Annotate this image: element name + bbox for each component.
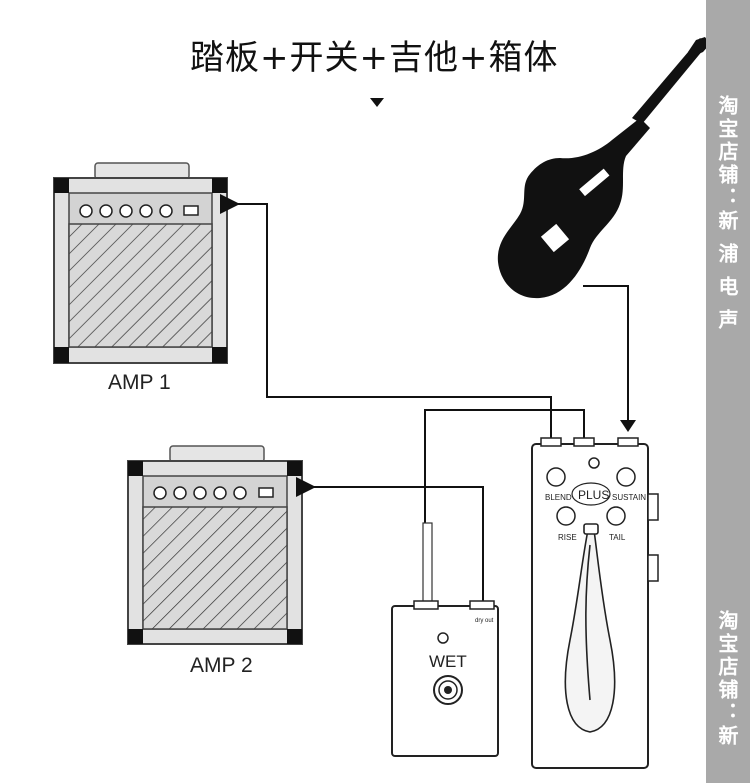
wet-label: WET (429, 652, 467, 671)
wet-switch: dry out WET (391, 522, 499, 757)
knob-label-blend: BLEND (545, 493, 572, 502)
amp-2: AMP 2 (127, 445, 303, 677)
amp-2-label: AMP 2 (190, 654, 253, 677)
cables (220, 194, 629, 608)
amp-1: AMP 1 (53, 162, 228, 394)
pedal-knobs[interactable] (546, 467, 636, 526)
dry-out-label: dry out (475, 618, 494, 624)
watermark-bar: 淘宝店铺：新 浦 电 声 淘宝店铺：新 (706, 0, 750, 783)
expression-treadle[interactable] (564, 523, 616, 733)
down-triangle-icon (370, 98, 384, 107)
knob-label-rise: RISE (558, 533, 577, 542)
watermark-bottom: 淘宝店铺：新 (715, 610, 739, 748)
amp-1-knobs (79, 204, 173, 218)
diagram-title: 踏板+开关+吉他+箱体 (190, 38, 559, 78)
input-arrow-icon (620, 420, 636, 432)
guitar-icon (497, 37, 710, 299)
pedal-brand: PLUS (578, 488, 609, 502)
knob-label-tail: TAIL (609, 533, 626, 542)
pedal-jacks (540, 437, 639, 447)
knob-label-sustain: SUSTAIN (612, 493, 646, 502)
amp-1-label: AMP 1 (108, 371, 171, 394)
led-icon (437, 632, 449, 644)
pedal-led-icon (588, 457, 600, 469)
plus-pedal: BLEND SUSTAIN RISE TAIL PLUS (531, 437, 659, 769)
footswitch-icon[interactable] (433, 675, 463, 705)
amp-2-knobs (153, 486, 247, 500)
watermark-top: 淘宝店铺：新 浦 电 声 (715, 95, 739, 332)
